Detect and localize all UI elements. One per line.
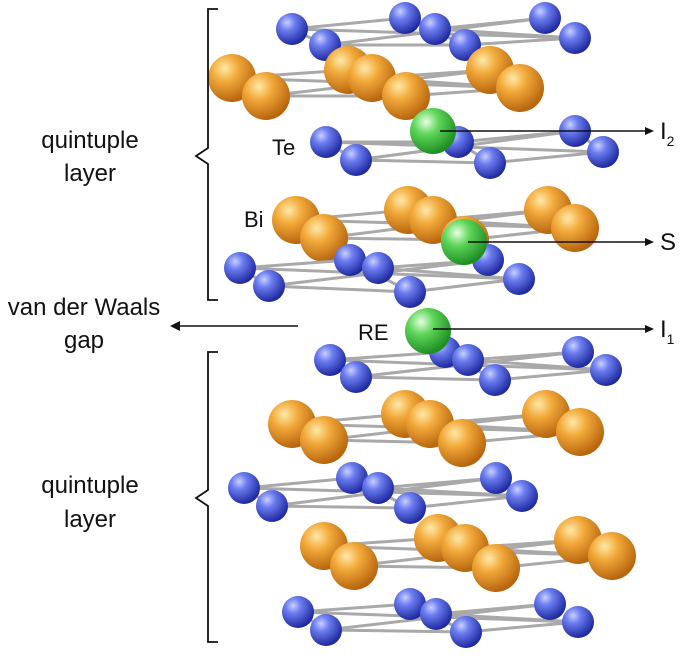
te-atom bbox=[362, 472, 394, 504]
bi-atom bbox=[330, 542, 378, 590]
re-atom-i1 bbox=[405, 308, 451, 354]
te-atom bbox=[450, 616, 482, 648]
bond bbox=[290, 16, 407, 31]
te-atom bbox=[474, 147, 506, 179]
te-atom bbox=[336, 462, 368, 494]
te-atom bbox=[420, 598, 452, 630]
re-atoms bbox=[405, 108, 487, 354]
te-atom bbox=[340, 361, 372, 393]
te-atom bbox=[529, 2, 561, 34]
te-atom bbox=[587, 136, 619, 168]
te-atom bbox=[224, 252, 256, 284]
te-atom bbox=[394, 276, 426, 308]
bi-atom bbox=[382, 72, 430, 120]
layer-5-te bbox=[224, 244, 535, 308]
atom-layers bbox=[208, 2, 636, 648]
vdw-gap-label-line2: gap bbox=[64, 327, 104, 354]
layer-8-te bbox=[228, 462, 538, 524]
layer-6-te bbox=[314, 336, 622, 396]
layer-7-bi bbox=[268, 390, 604, 467]
te-atom bbox=[562, 336, 594, 368]
layer-4-bi bbox=[272, 186, 599, 264]
bi-atom bbox=[496, 64, 544, 112]
bond bbox=[488, 150, 605, 165]
te-atom bbox=[562, 606, 594, 638]
layer-1-te bbox=[276, 2, 591, 61]
layer-10-te bbox=[282, 588, 594, 648]
bond bbox=[354, 375, 497, 382]
arrow-s-head bbox=[645, 238, 654, 246]
te-atom-label: Te bbox=[272, 135, 295, 160]
site-label-i2: I2 bbox=[660, 118, 675, 149]
te-atom bbox=[228, 472, 260, 504]
bottom-brace-label-line2: layer bbox=[64, 506, 116, 533]
te-atom bbox=[559, 22, 591, 54]
bi-atom bbox=[300, 214, 348, 262]
layer-3-te bbox=[310, 115, 619, 179]
te-atom bbox=[449, 29, 481, 61]
bi-atom bbox=[438, 419, 486, 467]
te-atom bbox=[389, 2, 421, 34]
te-atom bbox=[534, 588, 566, 620]
bond bbox=[238, 258, 352, 270]
te-atom bbox=[276, 13, 308, 45]
site-label-i1: I1 bbox=[660, 316, 675, 347]
arrow-i2-head bbox=[645, 127, 654, 135]
top-brace-label-line2: layer bbox=[64, 160, 116, 187]
bi-atom bbox=[300, 416, 348, 464]
bond bbox=[270, 504, 412, 510]
bond bbox=[493, 368, 608, 382]
te-atom bbox=[310, 614, 342, 646]
te-atom bbox=[506, 480, 538, 512]
te-atom bbox=[334, 244, 366, 276]
te-atom bbox=[452, 344, 484, 376]
re-atom-i2 bbox=[410, 108, 456, 154]
layer-9-bi bbox=[300, 514, 636, 592]
bond bbox=[464, 620, 580, 634]
te-atom bbox=[253, 270, 285, 302]
te-atom bbox=[362, 252, 394, 284]
top-quintuple-brace bbox=[194, 8, 218, 301]
bi-atom-label: Bi bbox=[244, 207, 264, 232]
arrow-vdw-head bbox=[170, 321, 180, 331]
bi-atom bbox=[472, 544, 520, 592]
te-atom bbox=[340, 144, 372, 176]
bond bbox=[408, 277, 521, 294]
te-atom bbox=[394, 588, 426, 620]
te-atom bbox=[419, 13, 451, 45]
te-atom bbox=[503, 263, 535, 295]
bond bbox=[463, 36, 577, 47]
site-arrows bbox=[170, 127, 654, 333]
bottom-quintuple-brace bbox=[194, 351, 218, 643]
vdw-gap-label-line1: van der Waals bbox=[8, 294, 161, 321]
site-label-s: S bbox=[660, 229, 676, 256]
re-atom-s bbox=[441, 219, 487, 265]
te-atom bbox=[480, 462, 512, 494]
te-atom bbox=[590, 354, 622, 386]
bond bbox=[408, 494, 524, 510]
top-brace-label-line1: quintuple bbox=[41, 127, 138, 154]
te-atom bbox=[282, 596, 314, 628]
bi-atom bbox=[588, 532, 636, 580]
te-atom bbox=[479, 364, 511, 396]
te-atom bbox=[310, 126, 342, 158]
re-atom-label: RE bbox=[358, 320, 389, 345]
bond bbox=[267, 284, 412, 294]
layer-2-bi bbox=[208, 46, 544, 120]
bond bbox=[354, 158, 492, 165]
bi-atom bbox=[551, 204, 599, 252]
bi-atom bbox=[556, 408, 604, 456]
bi-atom bbox=[242, 72, 290, 120]
bond bbox=[296, 602, 412, 614]
te-atom bbox=[394, 492, 426, 524]
te-atom bbox=[314, 344, 346, 376]
bond bbox=[324, 628, 468, 634]
te-atom bbox=[256, 490, 288, 522]
bottom-brace-label-line1: quintuple bbox=[41, 472, 138, 499]
bond bbox=[242, 476, 354, 490]
arrow-i1-head bbox=[645, 325, 654, 333]
